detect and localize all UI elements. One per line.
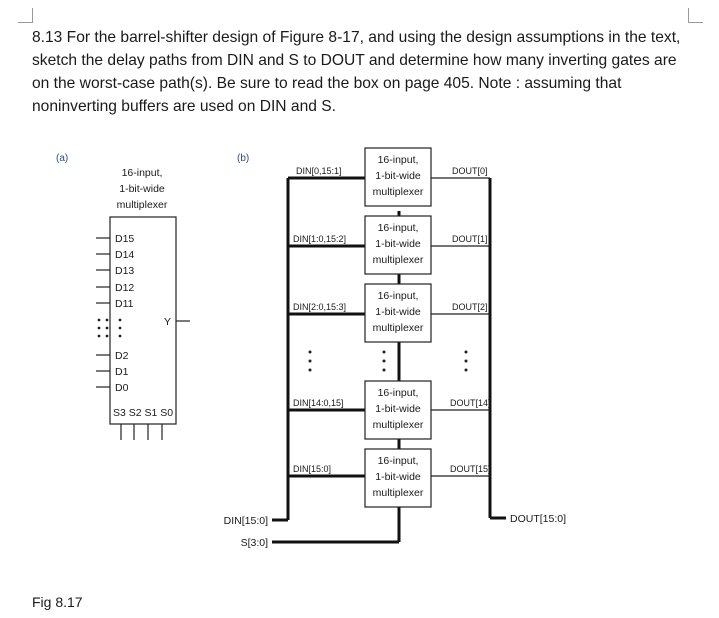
- page-corner-mark-left: [18, 8, 33, 23]
- stage-0-mux-line-2: 1-bit-wide: [375, 170, 421, 182]
- dout-bus-label: DOUT[15:0]: [510, 513, 566, 525]
- output-y: Y: [164, 316, 171, 328]
- panel-a-title-line-1: 16-input,: [122, 167, 163, 179]
- input-d1: D1: [115, 366, 129, 378]
- mux-stage-15: [288, 448, 490, 508]
- panel-a-title-line-2: 1-bit-wide: [119, 183, 165, 195]
- stage-15-mux-line-2: 1-bit-wide: [375, 471, 421, 483]
- stage-14-mux-line-3: multiplexer: [373, 419, 424, 431]
- input-d13: D13: [115, 265, 134, 277]
- panel-b-ellipsis-dots: [308, 350, 468, 372]
- input-d14: D14: [115, 249, 134, 261]
- stage-1-din-label: DIN[1:0,15:2]: [293, 234, 346, 244]
- mux-stage-2: [288, 283, 490, 343]
- input-d15: D15: [115, 233, 134, 245]
- stage-1-mux-line-2: 1-bit-wide: [375, 238, 421, 250]
- stage-2-mux-line-1: 16-input,: [378, 290, 419, 302]
- panel-a-label: (a): [56, 153, 68, 164]
- stage-14-dout-label: DOUT[14]: [450, 398, 491, 408]
- s-bus-label: S[3:0]: [241, 537, 269, 549]
- input-d11: D11: [115, 298, 134, 310]
- mux-stage-0: [288, 147, 490, 207]
- stage-1-dout-label: DOUT[1]: [452, 234, 488, 244]
- stage-0-mux-line-3: multiplexer: [373, 186, 424, 198]
- stage-2-dout-label: DOUT[2]: [452, 302, 488, 312]
- stage-2-mux-line-3: multiplexer: [373, 322, 424, 334]
- stage-15-din-label: DIN[15:0]: [293, 464, 331, 474]
- din-bus-label: DIN[15:0]: [224, 515, 268, 527]
- stage-2-mux-line-2: 1-bit-wide: [375, 306, 421, 318]
- stage-1-mux-line-1: 16-input,: [378, 222, 419, 234]
- panel-a-input-pins: [96, 237, 110, 388]
- figure-caption: Fig 8.17: [32, 594, 83, 610]
- select-inputs-label: S3 S2 S1 S0: [113, 407, 173, 419]
- panel-a-title-line-3: multiplexer: [117, 199, 168, 211]
- select-pins: [120, 424, 163, 440]
- stage-2-din-label: DIN[2:0,15:3]: [293, 302, 346, 312]
- stage-15-dout-label: DOUT[15]: [450, 464, 491, 474]
- stage-1-mux-line-3: multiplexer: [373, 254, 424, 266]
- panel-a-ellipsis-dots: [97, 318, 122, 338]
- mux-stage-14: [288, 380, 490, 440]
- problem-text: 8.13 For the barrel-shifter design of Fi…: [32, 29, 681, 115]
- page-corner-mark-right: [688, 8, 703, 23]
- stage-14-mux-line-1: 16-input,: [378, 387, 419, 399]
- input-d12: D12: [115, 282, 134, 294]
- stage-15-mux-line-3: multiplexer: [373, 487, 424, 499]
- panel-b-label: (b): [237, 153, 249, 164]
- stage-15-mux-line-1: 16-input,: [378, 455, 419, 467]
- input-d0: D0: [115, 382, 129, 394]
- stage-14-mux-line-2: 1-bit-wide: [375, 403, 421, 415]
- stage-0-dout-label: DOUT[0]: [452, 166, 488, 176]
- stage-0-mux-line-1: 16-input,: [378, 154, 419, 166]
- input-d2: D2: [115, 350, 129, 362]
- stage-0-din-label: DIN[0,15:1]: [296, 166, 342, 176]
- mux-stage-1: [288, 215, 490, 275]
- stage-14-din-label: DIN[14:0,15]: [293, 398, 344, 408]
